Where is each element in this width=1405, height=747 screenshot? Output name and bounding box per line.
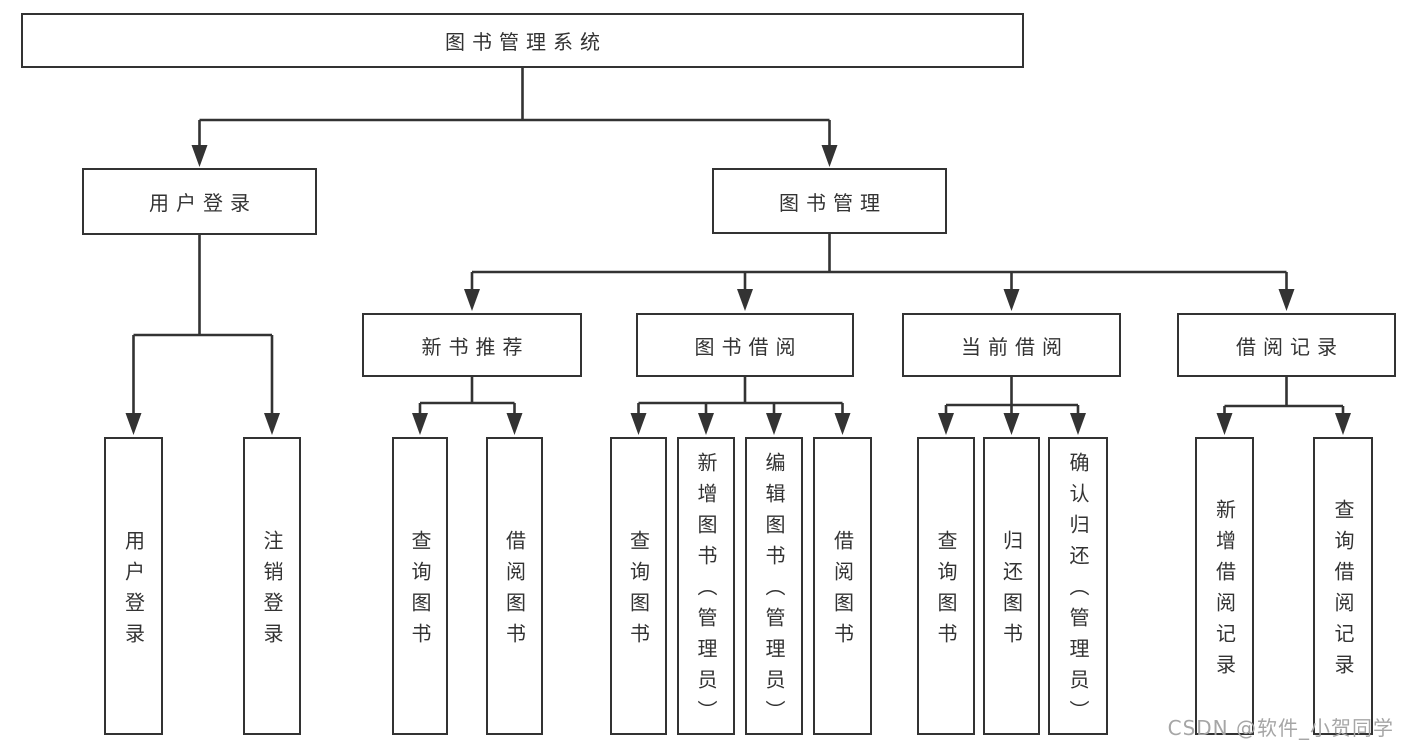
- leaf-query-books-current: 查询图书: [917, 437, 975, 735]
- node-user-login: 用户登录: [82, 168, 317, 235]
- node-book-borrowing: 图书借阅: [636, 313, 854, 377]
- csdn-watermark: CSDN @软件_小贺同学: [1167, 716, 1394, 740]
- leaf-query-books-recommend: 查询图书: [392, 437, 448, 735]
- leaf-query-borrow-record: 查询借阅记录: [1313, 437, 1373, 735]
- leaf-logout-login: 注销登录: [243, 437, 301, 735]
- leaf-return-books: 归还图书: [983, 437, 1040, 735]
- leaf-add-borrow-record: 新增借阅记录: [1195, 437, 1254, 735]
- node-borrowing-records: 借阅记录: [1177, 313, 1396, 377]
- leaf-borrow-books-borrowing: 借阅图书: [813, 437, 872, 735]
- leaf-borrow-books-recommend: 借阅图书: [486, 437, 543, 735]
- node-book-management: 图书管理: [712, 168, 947, 234]
- node-current-borrowing: 当前借阅: [902, 313, 1121, 377]
- leaf-confirm-return-admin: 确认归还（管理员）: [1048, 437, 1108, 735]
- node-new-book-recommendation: 新书推荐: [362, 313, 582, 377]
- leaf-edit-books-admin: 编辑图书（管理员）: [745, 437, 803, 735]
- leaf-user-login: 用户登录: [104, 437, 163, 735]
- leaf-query-books-borrowing: 查询图书: [610, 437, 667, 735]
- leaf-add-books-admin: 新增图书（管理员）: [677, 437, 735, 735]
- node-library-management-system: 图书管理系统: [21, 13, 1024, 68]
